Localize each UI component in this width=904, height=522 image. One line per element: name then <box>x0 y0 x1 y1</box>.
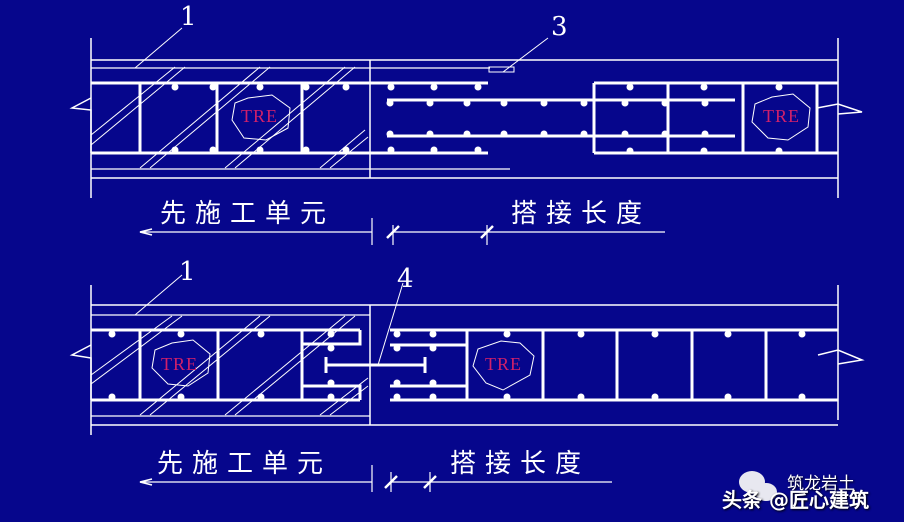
caption-lap-length-top: 搭接长度 <box>511 199 652 229</box>
bottom-diagram-dots <box>108 330 806 401</box>
callout-4: 4 <box>397 264 414 294</box>
caption-lap-length-bottom: 搭接长度 <box>450 449 591 479</box>
wechat-icon <box>739 471 777 501</box>
callout-1-top: 1 <box>180 2 197 32</box>
top-diagram-dots <box>171 83 783 155</box>
tre-label-top-left: TRE <box>241 106 278 126</box>
bottom-diagram <box>69 274 865 492</box>
watermark-line1: 筑龙岩土 <box>787 474 855 494</box>
watermark-line2: 头条 @匠心建筑 <box>722 488 869 512</box>
tre-label-top-right: TRE <box>763 106 800 126</box>
tre-label-bottom-right: TRE <box>485 354 522 374</box>
caption-first-unit-top: 先施工单元 <box>160 199 336 229</box>
tre-label-bottom-left: TRE <box>161 354 198 374</box>
caption-first-unit-bottom: 先施工单元 <box>157 449 333 479</box>
callout-3: 3 <box>551 12 568 42</box>
callout-1-bottom: 1 <box>179 257 196 287</box>
